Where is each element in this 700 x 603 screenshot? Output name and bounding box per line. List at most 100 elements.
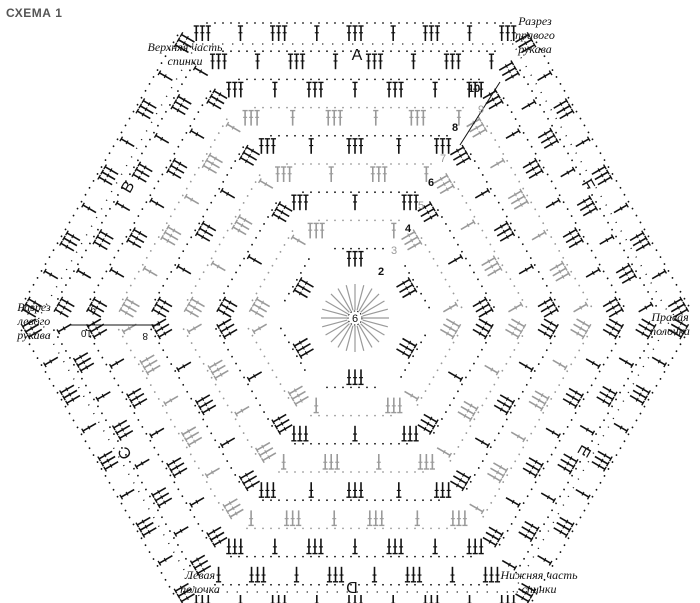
region-right-front: Правая полочка bbox=[640, 310, 700, 338]
stitch-symbol bbox=[482, 566, 489, 583]
stitch-symbol bbox=[456, 510, 462, 527]
stitch-symbol bbox=[638, 301, 654, 313]
stitch-symbol bbox=[420, 206, 436, 218]
stitch-symbol bbox=[490, 157, 506, 169]
stitch-symbol bbox=[428, 25, 434, 41]
stitch-symbol bbox=[307, 222, 313, 239]
stitch-symbol bbox=[258, 178, 274, 189]
stitch-symbol bbox=[565, 392, 581, 404]
stitch-symbol bbox=[499, 230, 516, 242]
stitch-symbol bbox=[264, 138, 270, 154]
stitch-symbol bbox=[667, 328, 684, 340]
region-left-sleeve-line2: левого bbox=[17, 314, 51, 328]
stitch-symbol bbox=[417, 454, 423, 470]
sector-letter-A: A bbox=[352, 47, 363, 64]
stitch-symbol bbox=[352, 250, 358, 267]
stitch-symbol bbox=[423, 454, 429, 470]
stitch-symbol bbox=[206, 595, 211, 603]
stitch-symbol bbox=[537, 70, 553, 82]
stitch-symbol bbox=[306, 81, 312, 98]
stitch-symbol bbox=[559, 516, 575, 528]
stitch-symbol bbox=[219, 301, 235, 313]
row-number-3: 3 bbox=[391, 245, 397, 257]
stitch-symbol bbox=[175, 361, 192, 373]
sector-2 bbox=[396, 31, 690, 323]
stitch-symbol bbox=[228, 508, 244, 520]
stitch-symbol bbox=[482, 536, 498, 548]
stitch-symbol bbox=[231, 224, 247, 236]
stitch-symbol bbox=[452, 475, 469, 487]
stitch-symbol bbox=[602, 385, 618, 397]
stitch-symbol bbox=[540, 132, 557, 144]
stitch-symbol bbox=[651, 356, 668, 368]
region-left-sleeve-line1: Разрез bbox=[17, 300, 51, 314]
stitch-symbol bbox=[392, 81, 398, 98]
stitch-symbol bbox=[391, 397, 397, 414]
stitch-symbol bbox=[481, 255, 497, 267]
stitch-symbol bbox=[442, 323, 459, 335]
stitch-symbol bbox=[242, 109, 248, 126]
stitch-symbol bbox=[410, 566, 417, 583]
stitch-symbol bbox=[141, 527, 157, 538]
stitch-symbol bbox=[270, 25, 276, 41]
stitch-symbol bbox=[163, 229, 179, 241]
sector-3 bbox=[396, 313, 690, 603]
stitch-symbol bbox=[287, 385, 303, 397]
stitch-symbol bbox=[42, 356, 59, 368]
stitch-symbol bbox=[531, 229, 547, 241]
stitch-symbol bbox=[100, 455, 116, 467]
stitch-symbol bbox=[549, 260, 565, 272]
stitch-symbol bbox=[455, 53, 462, 70]
stitch-symbol bbox=[576, 318, 592, 330]
stitch-symbol bbox=[207, 152, 223, 164]
stitch-symbol bbox=[423, 211, 439, 223]
stitch-symbol bbox=[176, 588, 192, 599]
stitch-symbol bbox=[251, 323, 268, 335]
stitch-symbol bbox=[613, 202, 629, 214]
stitch-symbol bbox=[282, 25, 288, 41]
stitch-symbol bbox=[475, 323, 491, 335]
stitch-symbol bbox=[537, 296, 553, 308]
stitch-symbol bbox=[62, 235, 78, 247]
stitch-symbol bbox=[91, 296, 108, 308]
stitch-symbol bbox=[635, 328, 651, 340]
stitch-symbol bbox=[312, 538, 318, 555]
stitch-symbol bbox=[599, 234, 615, 245]
stitch-symbol bbox=[510, 193, 527, 205]
stitch-symbol bbox=[222, 296, 238, 308]
stitch-symbol bbox=[565, 232, 581, 244]
stitch-symbol bbox=[534, 390, 550, 402]
stitch-symbol bbox=[629, 394, 645, 406]
stitch-symbol bbox=[670, 301, 687, 313]
stitch-symbol bbox=[219, 323, 235, 335]
stitch-symbol bbox=[446, 482, 452, 498]
stitch-symbol bbox=[244, 480, 261, 492]
stitch-symbol bbox=[573, 301, 589, 313]
stitch-symbol bbox=[670, 323, 687, 335]
stitch-symbol bbox=[215, 566, 222, 583]
stitch-symbol bbox=[201, 162, 217, 174]
stitch-symbol bbox=[420, 109, 426, 126]
stitch-symbol bbox=[352, 538, 358, 555]
sector-letter-B: B bbox=[118, 178, 138, 196]
stitch-symbol bbox=[485, 93, 501, 105]
stitch-symbol bbox=[290, 234, 306, 246]
stitch-symbol bbox=[434, 25, 440, 41]
stitch-symbol bbox=[545, 427, 561, 439]
stitch-symbol bbox=[204, 467, 220, 479]
stitch-symbol bbox=[176, 93, 192, 105]
stitch-symbol bbox=[215, 53, 222, 70]
stitch-symbol bbox=[100, 169, 116, 181]
stitch-symbol bbox=[591, 461, 607, 472]
stitch-symbol bbox=[210, 364, 226, 376]
sector-letter-D: D bbox=[346, 578, 358, 595]
stitch-symbol bbox=[429, 595, 434, 603]
stitch-symbol bbox=[193, 25, 199, 41]
stitch-symbol bbox=[334, 454, 340, 470]
stitch-symbol bbox=[197, 399, 214, 411]
stitch-symbol bbox=[508, 301, 524, 313]
stitch-symbol bbox=[499, 394, 516, 406]
stitch-symbol bbox=[413, 194, 419, 211]
stitch-symbol bbox=[528, 457, 544, 468]
stitch-symbol bbox=[72, 352, 89, 363]
